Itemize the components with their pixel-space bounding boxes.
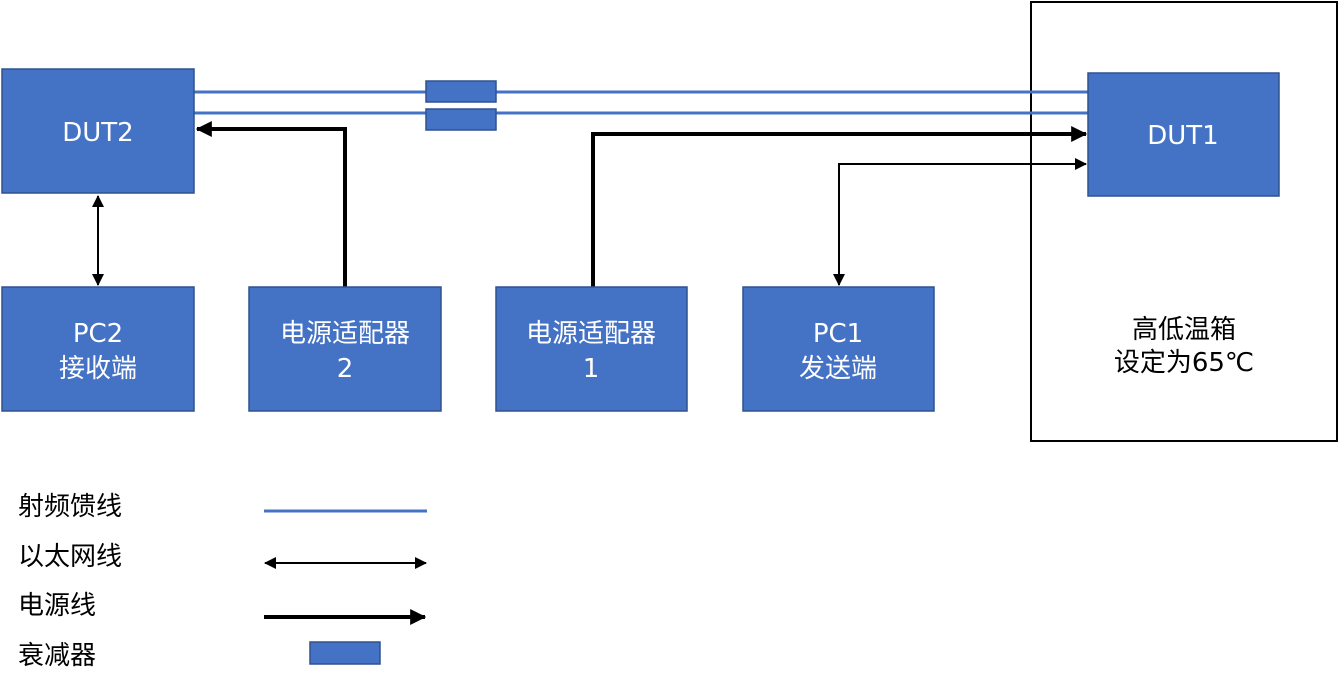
power-adapter-2-label-line1: 电源适配器 — [280, 319, 410, 349]
legend-label-ethernet-cable: 以太网线 — [18, 542, 122, 572]
pc2-label-line2: 接收端 — [59, 354, 137, 384]
ethernet-lines — [92, 158, 1087, 286]
legend-label-power-cable: 电源线 — [18, 591, 96, 621]
power-adapter-1-label-line1: 电源适配器 — [526, 319, 656, 349]
legend: 射频馈线 以太网线 电源线 衰减器 — [18, 492, 427, 671]
chamber-label-line1: 高低温箱 — [1132, 315, 1236, 345]
pc1-label-line2: 发送端 — [799, 354, 877, 384]
attenuator-bottom — [425, 108, 497, 131]
attenuator-top — [425, 80, 497, 103]
power-adapter-2-box: 电源适配器 2 — [248, 286, 442, 412]
power-line-adapter1-to-dut1 — [591, 126, 1088, 287]
power-lines — [195, 121, 1088, 287]
dut2-box: DUT2 — [1, 68, 195, 194]
power-adapter-1-label-line2: 1 — [583, 354, 600, 384]
environmental-chamber: 高低温箱 设定为65℃ — [1030, 1, 1338, 442]
pc2-label-line1: PC2 — [73, 319, 123, 349]
ethernet-line-pc1-dut1 — [833, 158, 1087, 286]
pc1-label-line1: PC1 — [813, 319, 863, 349]
legend-label-rf-cable: 射频馈线 — [18, 492, 122, 522]
dut1-label: DUT1 — [1147, 121, 1218, 151]
legend-attenuator-swatch — [309, 641, 381, 665]
chamber-label-line2: 设定为65℃ — [1114, 348, 1254, 378]
pc1-box: PC1 发送端 — [742, 286, 935, 412]
power-line-adapter2-to-dut2 — [195, 121, 347, 287]
pc2-box: PC2 接收端 — [1, 286, 195, 412]
power-adapter-2-label-line2: 2 — [337, 354, 354, 384]
dut1-box: DUT1 — [1087, 72, 1280, 197]
rf-feeder-lines — [194, 80, 1088, 131]
legend-label-attenuator: 衰减器 — [18, 641, 96, 671]
dut2-label: DUT2 — [62, 118, 133, 148]
power-adapter-1-box: 电源适配器 1 — [495, 286, 688, 412]
